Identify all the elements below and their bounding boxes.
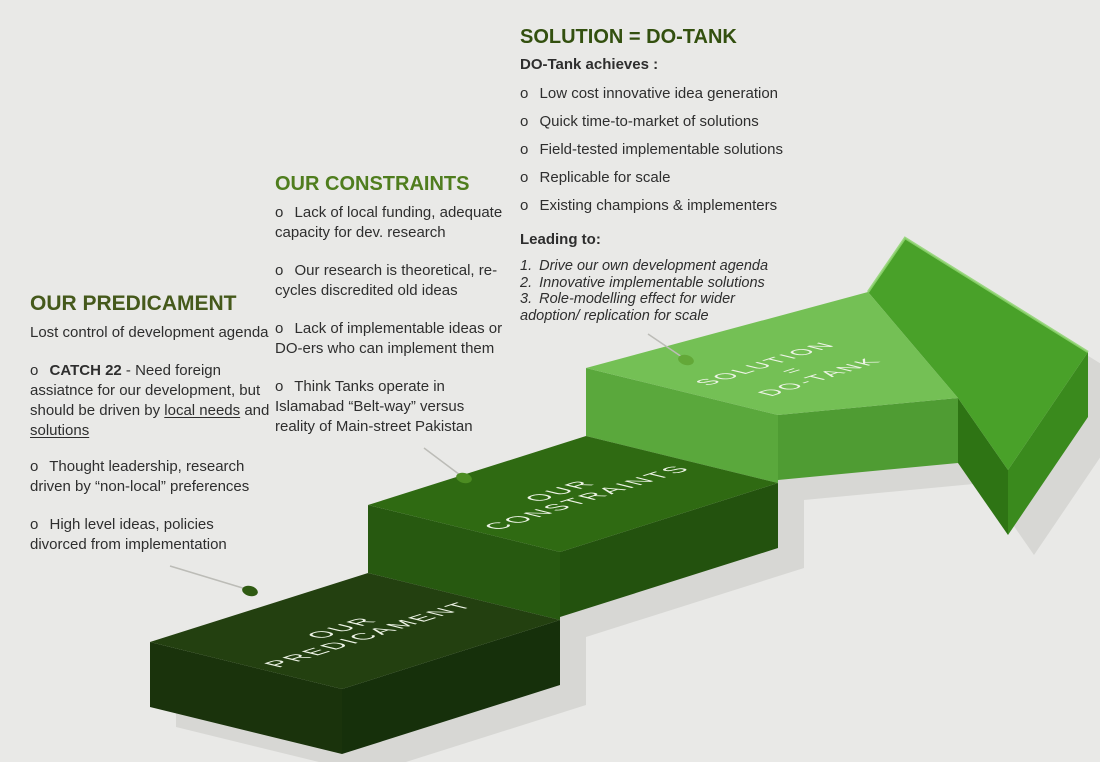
leader-dot-predicament xyxy=(242,585,258,597)
constraints-column: OUR CONSTRAINTS o Lack of local funding,… xyxy=(275,173,507,455)
step-2-constraints xyxy=(368,436,778,620)
body-text: and xyxy=(244,402,270,419)
solution-bullet-4: o Replicable for scale xyxy=(520,169,832,186)
step-3-side-face xyxy=(778,398,958,480)
list-number: 3. xyxy=(520,291,533,307)
constraints-bullet-3: o Lack of implementable ideas or DO-ers … xyxy=(275,319,507,359)
solution-leading-label: Leading to: xyxy=(520,231,601,248)
body-text: - Need foreign assiatnce for our develop… xyxy=(30,362,261,419)
bullet-marker: o xyxy=(275,378,284,395)
step-1-tail-face xyxy=(150,642,342,754)
step-3-solution xyxy=(586,292,958,483)
predicament-bullet-2: o Thought leadership, research driven by… xyxy=(30,457,272,497)
step-1-side-face xyxy=(342,620,560,754)
list-number: 1. xyxy=(520,258,533,274)
solution-bullet-1: o Low cost innovative idea generation xyxy=(520,85,832,102)
body-text: Drive our own development agenda xyxy=(539,258,769,274)
solution-heading: SOLUTION = DO-TANK xyxy=(520,26,737,48)
step-3-riser-face xyxy=(586,368,778,483)
body-text: Low cost innovative idea generation xyxy=(539,85,779,102)
bullet-marker: o xyxy=(275,204,284,221)
constraints-heading: OUR CONSTRAINTS xyxy=(275,173,470,195)
bullet-marker: o xyxy=(520,197,529,214)
arrowhead-side-right-face xyxy=(1008,352,1088,535)
body-text: Lack of implementable ideas or DO-ers wh… xyxy=(275,320,503,357)
body-text: Existing champions & implementers xyxy=(539,197,778,214)
arrowhead xyxy=(866,236,1089,535)
body-text: High level ideas, policies divorced from… xyxy=(30,516,227,553)
body-text: Innovative implementable solutions xyxy=(539,274,765,291)
solution-bullet-2: o Quick time-to-market of solutions xyxy=(520,113,832,130)
solution-bullet-5: o Existing champions & implementers xyxy=(520,197,832,214)
leader-line-constraints xyxy=(423,447,461,476)
list-number: 2. xyxy=(520,274,533,291)
constraints-bullet-4: o Think Tanks operate in Islamabad “Belt… xyxy=(275,377,507,437)
solution-column: SOLUTION = DO-TANK DO-Tank achieves : o … xyxy=(520,26,832,324)
body-text: Role-modelling effect for wider adoption… xyxy=(520,291,735,324)
arrowhead-side-left-face xyxy=(958,398,1008,535)
leader-line-solution xyxy=(647,333,683,358)
leader-lines xyxy=(169,333,694,597)
solution-outcome-2: 2. Innovative implementable solutions xyxy=(520,275,778,292)
leader-dot-solution xyxy=(678,354,694,366)
solution-subheading: DO-Tank achieves : xyxy=(520,56,659,73)
body-text: Think Tanks operate in Islamabad “Belt-w… xyxy=(275,378,473,435)
solution-outcome-3: 3. Role-modelling effect for wider adopt… xyxy=(520,291,778,324)
underlined-text: solutions xyxy=(30,422,90,439)
arrowhead-top-edge-highlight xyxy=(866,236,1089,354)
step-2-side-face xyxy=(560,483,778,617)
body-text: Field-tested implementable solutions xyxy=(539,141,783,158)
underlined-text: local needs xyxy=(164,402,241,419)
bullet-marker: o xyxy=(275,320,284,337)
bullet-marker: o xyxy=(520,85,529,102)
step-3-top-face xyxy=(586,292,958,415)
body-text: Replicable for scale xyxy=(539,169,671,186)
bold-text: CATCH 22 xyxy=(49,362,122,379)
constraints-bullet-1: o Lack of local funding, adequate capaci… xyxy=(275,203,507,243)
arrowhead-top-face xyxy=(868,238,1088,470)
body-text: Lack of local funding, adequate capacity… xyxy=(275,204,503,241)
body-text: Our research is theoretical, re-cycles d… xyxy=(275,262,498,299)
bullet-marker: o xyxy=(275,262,284,279)
bullet-marker: o xyxy=(520,113,529,130)
predicament-bullet-1: o CATCH 22 - Need foreign assiatnce for … xyxy=(30,361,272,441)
bullet-marker: o xyxy=(30,516,39,533)
predicament-bullet-3: o High level ideas, policies divorced fr… xyxy=(30,515,272,555)
predicament-heading: OUR PREDICAMENT xyxy=(30,292,237,315)
bullet-marker: o xyxy=(520,141,529,158)
step-1-predicament xyxy=(150,573,560,754)
solution-outcome-1: 1. Drive our own development agenda xyxy=(520,258,778,275)
body-text: Quick time-to-market of solutions xyxy=(539,113,759,130)
solution-bullet-3: o Field-tested implementable solutions xyxy=(520,141,832,158)
bullet-marker: o xyxy=(520,169,529,186)
predicament-intro: Lost control of development agenda xyxy=(30,324,269,341)
leader-line-predicament xyxy=(169,565,247,590)
predicament-column: OUR PREDICAMENT Lost control of developm… xyxy=(30,293,272,573)
body-text: Thought leadership, research driven by “… xyxy=(30,458,250,495)
step-3-label-line-2: = xyxy=(773,365,812,376)
step-1-top-face xyxy=(150,573,560,689)
bullet-marker: o xyxy=(30,362,39,379)
step-2-riser-face xyxy=(368,505,560,620)
constraints-bullet-2: o Our research is theoretical, re-cycles… xyxy=(275,261,507,301)
leader-dot-constraints xyxy=(456,472,472,484)
bullet-marker: o xyxy=(30,458,39,475)
step-2-top-face xyxy=(368,436,778,552)
